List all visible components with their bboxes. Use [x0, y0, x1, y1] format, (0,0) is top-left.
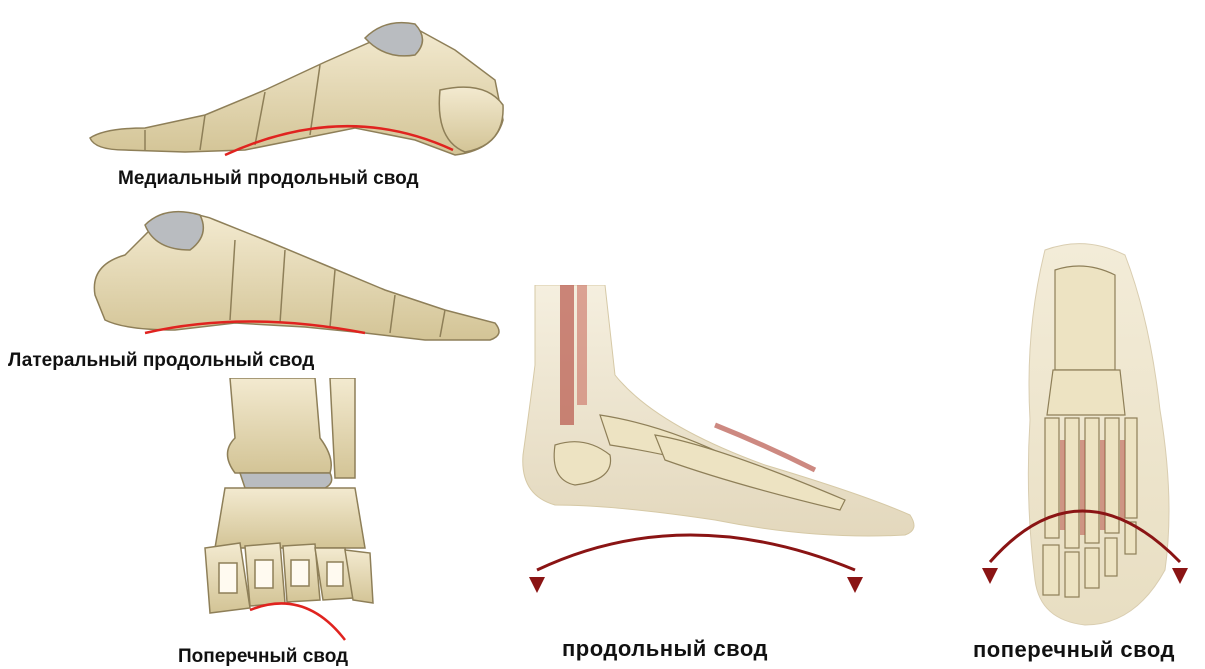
medial-arch-caption: Медиальный продольный свод [118, 168, 419, 190]
foot-skeleton-anterior-icon [205, 378, 373, 613]
foot-anatomy-top-icon [1028, 244, 1169, 625]
transverse-arch-caption: Поперечный свод [178, 646, 348, 668]
transverse-top-illustration [975, 240, 1195, 640]
foot-skeleton-medial-icon [90, 23, 503, 155]
transverse-arch-line [250, 603, 345, 640]
foot-anatomy-side-icon [523, 285, 914, 536]
transverse-arch-illustration [195, 378, 395, 646]
lateral-arch-illustration [85, 205, 505, 355]
lateral-arch-caption: Латеральный продольный свод [8, 350, 314, 372]
foot-skeleton-lateral-icon [94, 212, 499, 340]
longitudinal-arch-caption: продольный свод [562, 636, 768, 662]
transverse-top-caption: поперечный свод [973, 637, 1175, 663]
longitudinal-arch-illustration [515, 285, 925, 605]
medial-arch-illustration [85, 10, 515, 170]
longitudinal-curved-arrow-icon [529, 535, 863, 593]
